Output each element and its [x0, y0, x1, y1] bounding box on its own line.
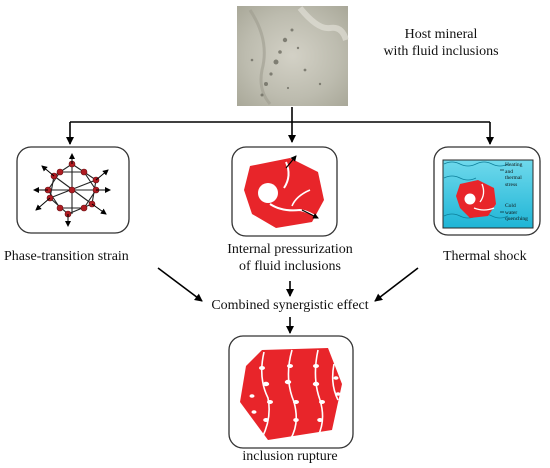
host-mineral-micrograph — [237, 6, 349, 106]
heating-line4: stress — [505, 181, 518, 188]
internal-pressurization-label: Internal pressurization of fluid inclusi… — [210, 241, 370, 275]
internal-pressurization-panel — [231, 146, 338, 237]
host-label-line1: Host mineral — [404, 27, 478, 42]
cold-line3: quenching — [505, 216, 528, 222]
thermal-shock-label: Thermal shock — [443, 249, 527, 264]
inclusion-rupture-label: inclusion rupture — [242, 449, 338, 464]
inclusion-rupture-panel — [228, 335, 354, 449]
cold-line1: Cold — [505, 203, 516, 209]
heating-stress-label: Heating and thermal stress — [505, 162, 522, 188]
host-label-line2: with fluid inclusions — [383, 44, 499, 59]
cold-line2: water — [505, 209, 518, 216]
converging-arrows — [157, 267, 419, 334]
host-mineral-label: Host mineral with fluid inclusions — [356, 26, 526, 60]
cold-quenching-label: Cold water quenching — [505, 203, 528, 223]
distribution-arrows — [66, 107, 494, 145]
thermal-shock-panel — [433, 146, 541, 236]
pressurization-label-line1: Internal pressurization — [227, 242, 353, 257]
phase-transition-label: Phase-transition strain — [4, 249, 129, 264]
pressurization-label-line2: of fluid inclusions — [239, 259, 341, 274]
heating-line2: and — [505, 168, 513, 175]
phase-transition-panel — [16, 146, 130, 234]
combined-effect-label: Combined synergistic effect — [211, 298, 369, 313]
heating-line1: Heating — [505, 162, 523, 168]
heating-line3: thermal — [505, 175, 522, 181]
